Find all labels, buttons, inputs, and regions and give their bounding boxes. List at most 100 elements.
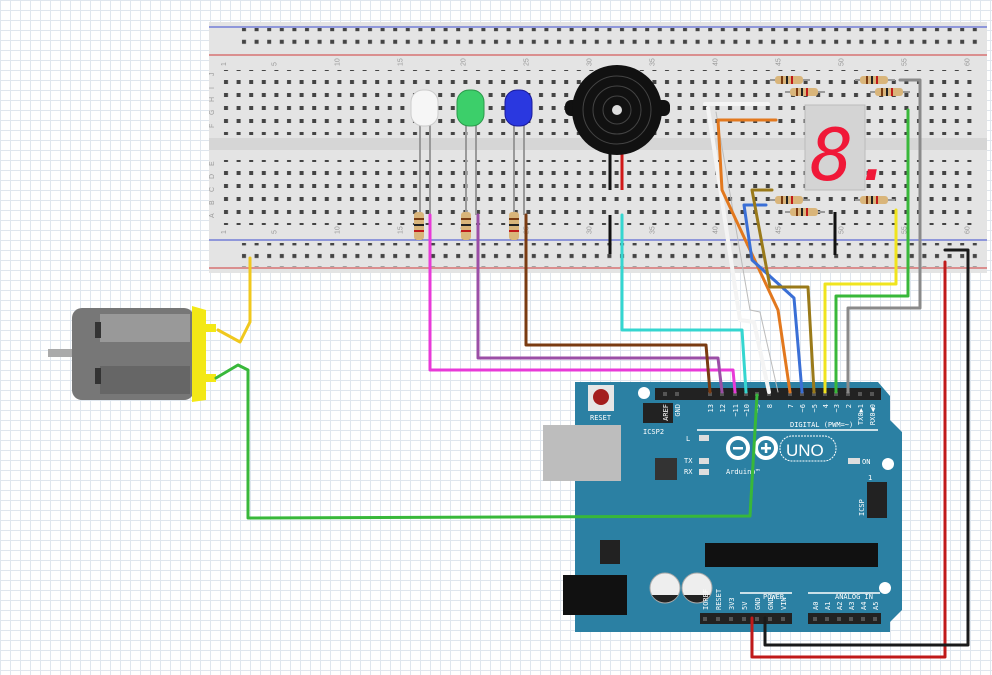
brand-label: Arduino™ xyxy=(726,468,760,476)
header-pin[interactable] xyxy=(858,392,862,396)
column-number: 1 xyxy=(221,62,228,66)
header-pin[interactable] xyxy=(768,617,772,621)
column-number: 35 xyxy=(649,226,656,234)
power-pin-label: IOREF xyxy=(702,589,710,610)
mounting-hole xyxy=(638,387,650,399)
row-letter: C xyxy=(209,187,216,192)
header-pin[interactable] xyxy=(742,617,746,621)
led-green xyxy=(456,89,485,215)
header-pin[interactable] xyxy=(663,392,667,396)
row-letter: J xyxy=(209,73,216,77)
power-pin-label: 5V xyxy=(741,601,749,610)
header-pin[interactable] xyxy=(788,392,792,396)
analog-pin-label: A4 xyxy=(860,602,868,610)
led-l xyxy=(699,435,709,441)
column-number: 1 xyxy=(221,230,228,234)
analog-pin-label: A1 xyxy=(824,602,832,610)
header-pin[interactable] xyxy=(870,392,874,396)
row-letter: A xyxy=(209,213,216,218)
header-pin[interactable] xyxy=(861,617,865,621)
row-letter: D xyxy=(209,174,216,179)
resistor xyxy=(770,76,810,84)
digital-pin-label: ~10 xyxy=(743,404,751,417)
column-number: 40 xyxy=(712,58,719,66)
column-number: 55 xyxy=(901,226,908,234)
header-pin[interactable] xyxy=(846,392,850,396)
resistor xyxy=(785,208,825,216)
resistor xyxy=(785,88,825,96)
column-number: 60 xyxy=(964,226,971,234)
row-letter: E xyxy=(209,161,216,166)
analog-pin-label: A2 xyxy=(836,602,844,610)
led-on-label: ON xyxy=(862,458,870,466)
resistor xyxy=(770,196,810,204)
header-pin[interactable] xyxy=(703,617,707,621)
header-pin[interactable] xyxy=(755,617,759,621)
column-number: 55 xyxy=(901,58,908,66)
column-number: 50 xyxy=(838,58,845,66)
header-pin[interactable] xyxy=(733,392,737,396)
wire-white xyxy=(706,106,771,394)
top-power-rail xyxy=(240,28,980,52)
icsp-label: ICSP xyxy=(858,499,866,516)
header-pin[interactable] xyxy=(729,617,733,621)
column-number: 30 xyxy=(586,58,593,66)
row-letter: B xyxy=(209,200,216,205)
digital-pin-label: ~9 xyxy=(754,404,762,412)
power-pin-label: GND xyxy=(767,597,775,610)
header-pin[interactable] xyxy=(720,392,724,396)
header-pin[interactable] xyxy=(716,617,720,621)
dc-motor xyxy=(48,306,216,402)
wire-green xyxy=(834,108,910,394)
header-pin[interactable] xyxy=(800,392,804,396)
usb-port xyxy=(543,425,621,481)
row-letter: H xyxy=(209,97,216,102)
header-pin[interactable] xyxy=(812,392,816,396)
column-number: 5 xyxy=(271,230,278,234)
row-letter: F xyxy=(209,124,216,128)
column-number: 20 xyxy=(460,58,467,66)
digital-pin-label: AREF xyxy=(662,404,670,421)
header-pin[interactable] xyxy=(837,617,841,621)
led-on xyxy=(848,458,860,464)
led-blue xyxy=(504,89,533,215)
digital-pin-label: 13 xyxy=(707,404,715,412)
mounting-hole xyxy=(879,582,891,594)
header-pin[interactable] xyxy=(849,617,853,621)
wire-green-motor xyxy=(214,363,759,520)
wires xyxy=(214,78,970,659)
header-pin[interactable] xyxy=(823,392,827,396)
wire-cyan xyxy=(620,213,748,394)
header-pin[interactable] xyxy=(675,392,679,396)
wire-purple xyxy=(476,213,724,394)
resistor xyxy=(414,212,424,240)
analog-header xyxy=(808,613,881,624)
icsp-pin1-label: 1 xyxy=(868,474,872,482)
header-pin[interactable] xyxy=(873,617,877,621)
header-pin[interactable] xyxy=(767,392,771,396)
column-number: 25 xyxy=(523,58,530,66)
header-pin[interactable] xyxy=(744,392,748,396)
analog-label: ANALOG IN xyxy=(835,593,873,601)
header-pin[interactable] xyxy=(825,617,829,621)
led-l-label: L xyxy=(686,435,690,443)
led-rx-label: RX xyxy=(684,468,693,476)
wire-brown xyxy=(524,213,712,394)
led-white xyxy=(410,89,439,215)
analog-pin-label: A5 xyxy=(872,602,880,610)
header-pin[interactable] xyxy=(834,392,838,396)
piezo-buzzer xyxy=(565,65,670,190)
wire-red-5v xyxy=(750,260,947,659)
header-pin[interactable] xyxy=(813,617,817,621)
column-number: 15 xyxy=(397,226,404,234)
header-pin[interactable] xyxy=(781,617,785,621)
icsp2-label: ICSP2 xyxy=(643,428,664,436)
column-number: 60 xyxy=(964,58,971,66)
header-pin[interactable] xyxy=(708,392,712,396)
reset-button-cap[interactable] xyxy=(593,389,609,405)
column-number: 10 xyxy=(334,226,341,234)
column-number: 50 xyxy=(838,226,845,234)
wire-black-gnd xyxy=(763,248,970,647)
